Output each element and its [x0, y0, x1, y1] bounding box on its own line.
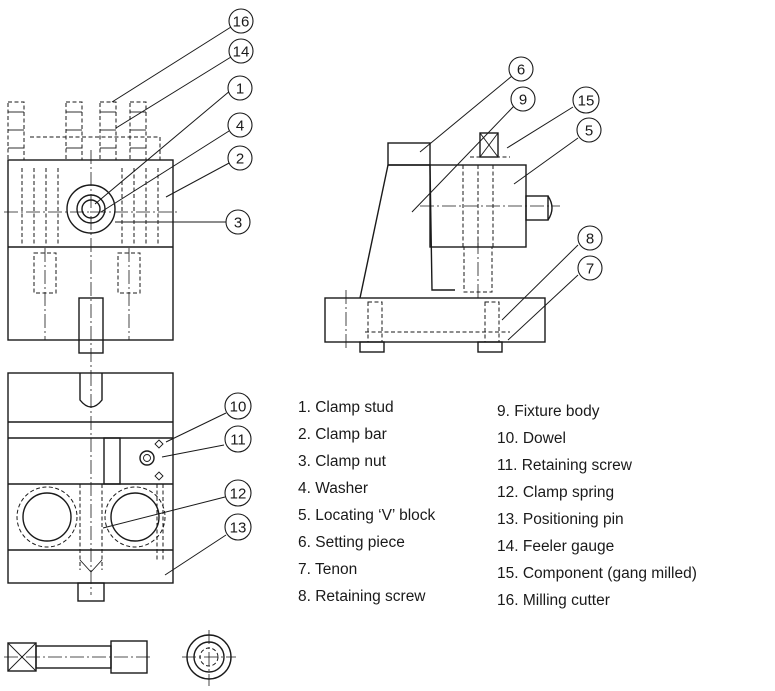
- front-view: [4, 101, 178, 372]
- svg-text:1: 1: [236, 81, 244, 98]
- legend-item: 7. Tenon: [298, 561, 358, 578]
- legend-item: 5. Locating ‘V’ block: [298, 507, 436, 524]
- svg-text:12: 12: [230, 486, 247, 503]
- callout-5: 5: [576, 117, 602, 143]
- fixture-body-plan: [7, 372, 174, 584]
- legend-item: 15. Component (gang milled): [497, 565, 697, 582]
- svg-text:5: 5: [585, 123, 593, 140]
- milling-cutter: [7, 101, 161, 161]
- svg-text:15: 15: [578, 93, 595, 110]
- callout-14: 14: [228, 38, 254, 64]
- component-right: [104, 486, 166, 548]
- callout-11: 11: [224, 425, 252, 453]
- plan-view: [7, 372, 174, 602]
- callout-3: 3: [225, 209, 251, 235]
- clamp-nut-detail: [182, 630, 236, 686]
- callout-15: 15: [572, 86, 600, 114]
- callout-6: 6: [508, 56, 534, 82]
- callout-4: 4: [227, 112, 253, 138]
- callout-13: 13: [224, 513, 252, 541]
- clamp-spring: [79, 559, 103, 573]
- callout-7: 7: [577, 255, 603, 281]
- legend-item: 6. Setting piece: [298, 534, 405, 551]
- component-left: [16, 486, 78, 548]
- svg-text:2: 2: [236, 151, 244, 168]
- legend-item: 1. Clamp stud: [298, 399, 394, 416]
- callout-1: 1: [227, 75, 253, 101]
- svg-text:13: 13: [230, 520, 247, 537]
- callout-9: 9: [510, 86, 536, 112]
- svg-text:16: 16: [233, 14, 250, 31]
- svg-text:11: 11: [230, 432, 246, 449]
- legend-item: 3. Clamp nut: [298, 453, 386, 470]
- fixture-body-side: [388, 164, 455, 291]
- clamp-bar: [4, 168, 178, 245]
- legend-item: 14. Feeler gauge: [497, 538, 615, 555]
- component-gang-milled: [479, 132, 499, 158]
- svg-text:4: 4: [236, 118, 244, 135]
- legend-item: 8. Retaining screw: [298, 588, 426, 605]
- legend-item: 12. Clamp spring: [497, 484, 615, 501]
- callout-12: 12: [224, 479, 252, 507]
- svg-text:10: 10: [230, 399, 247, 416]
- callout-16: 16: [228, 8, 254, 34]
- svg-text:8: 8: [586, 231, 594, 248]
- legend-item: 11. Retaining screw: [497, 457, 632, 474]
- side-view: [324, 132, 560, 353]
- legend-item: 13. Positioning pin: [497, 511, 624, 528]
- legend-item: 2. Clamp bar: [298, 426, 387, 443]
- legend-item: 16. Milling cutter: [497, 592, 610, 609]
- leader-lines: [94, 26, 579, 576]
- setting-piece: [387, 142, 431, 166]
- callout-2: 2: [227, 145, 253, 171]
- legend-item: 10. Dowel: [497, 430, 566, 447]
- dowel: [154, 439, 164, 449]
- legend-right: 9. Fixture body 10. Dowel 11. Retaining …: [497, 398, 697, 614]
- svg-text:14: 14: [233, 44, 250, 61]
- tenon: [359, 341, 385, 353]
- svg-text:7: 7: [586, 261, 594, 278]
- retaining-screw-plan: [139, 450, 155, 466]
- positioning-pin-detail: [4, 640, 152, 674]
- svg-text:9: 9: [519, 92, 527, 109]
- svg-text:6: 6: [517, 62, 525, 79]
- fixture-base: [324, 297, 546, 343]
- legend-item: 4. Washer: [298, 480, 369, 497]
- callout-10: 10: [224, 392, 252, 420]
- fixture-body-front: [7, 159, 174, 341]
- legend-item: 9. Fixture body: [497, 403, 600, 420]
- tenon-front: [78, 297, 104, 354]
- svg-text:3: 3: [234, 215, 242, 232]
- legend-left: 1. Clamp stud 2. Clamp bar 3. Clamp nut …: [298, 394, 435, 610]
- callout-8: 8: [577, 225, 603, 251]
